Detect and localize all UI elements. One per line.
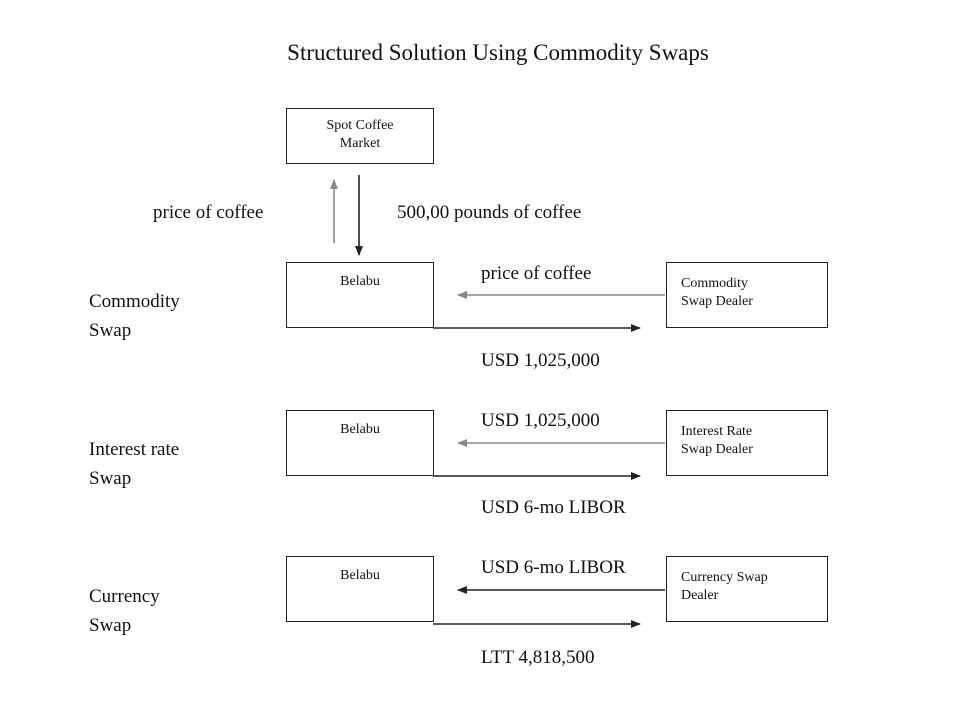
belabu-box-commodity: Belabu xyxy=(286,262,434,328)
commodity-receive-label: price of coffee xyxy=(481,263,592,284)
belabu-label: Belabu xyxy=(340,422,380,437)
belabu-box-currency: Belabu xyxy=(286,556,434,622)
interest-pay-label: USD 6-mo LIBOR xyxy=(481,497,626,518)
row-label-line1: Interest rate xyxy=(89,439,180,460)
currency-receive-label: USD 6-mo LIBOR xyxy=(481,557,626,578)
dealer-line2: Swap Dealer xyxy=(681,294,753,309)
dealer-line1: Interest Rate xyxy=(681,424,753,439)
belabu-label: Belabu xyxy=(340,274,380,289)
spot-price-label: price of coffee xyxy=(153,202,264,223)
commodity-swap-label: Commodity Swap xyxy=(89,287,229,345)
commodity-pay-label: USD 1,025,000 xyxy=(481,350,600,371)
dealer-line1: Commodity xyxy=(681,276,748,291)
row-label-line1: Currency xyxy=(89,586,160,607)
belabu-box-interest: Belabu xyxy=(286,410,434,476)
currency-pay-label: LTT 4,818,500 xyxy=(481,647,595,668)
interest-rate-swap-label: Interest rate Swap xyxy=(89,435,229,493)
dealer-line2: Swap Dealer xyxy=(681,442,753,457)
currency-swap-label: Currency Swap xyxy=(89,582,229,640)
row-label-line1: Commodity xyxy=(89,291,180,312)
spot-market-line2: Market xyxy=(339,136,381,151)
spot-quantity-label: 500,00 pounds of coffee xyxy=(397,202,582,223)
row-label-line2: Swap xyxy=(89,468,132,489)
interest-receive-label: USD 1,025,000 xyxy=(481,410,600,431)
dealer-line1: Currency Swap xyxy=(681,570,768,585)
interest-dealer-box: Interest Rate Swap Dealer xyxy=(666,410,828,476)
spot-market-line1: Spot Coffee xyxy=(326,118,394,133)
row-label-line2: Swap xyxy=(89,320,132,341)
belabu-label: Belabu xyxy=(340,568,380,583)
spot-coffee-market-box: Spot Coffee Market xyxy=(286,108,434,164)
diagram-title: Structured Solution Using Commodity Swap… xyxy=(287,40,709,65)
commodity-dealer-box: Commodity Swap Dealer xyxy=(666,262,828,328)
row-label-line2: Swap xyxy=(89,615,132,636)
currency-dealer-box: Currency Swap Dealer xyxy=(666,556,828,622)
dealer-line2: Dealer xyxy=(681,588,719,603)
